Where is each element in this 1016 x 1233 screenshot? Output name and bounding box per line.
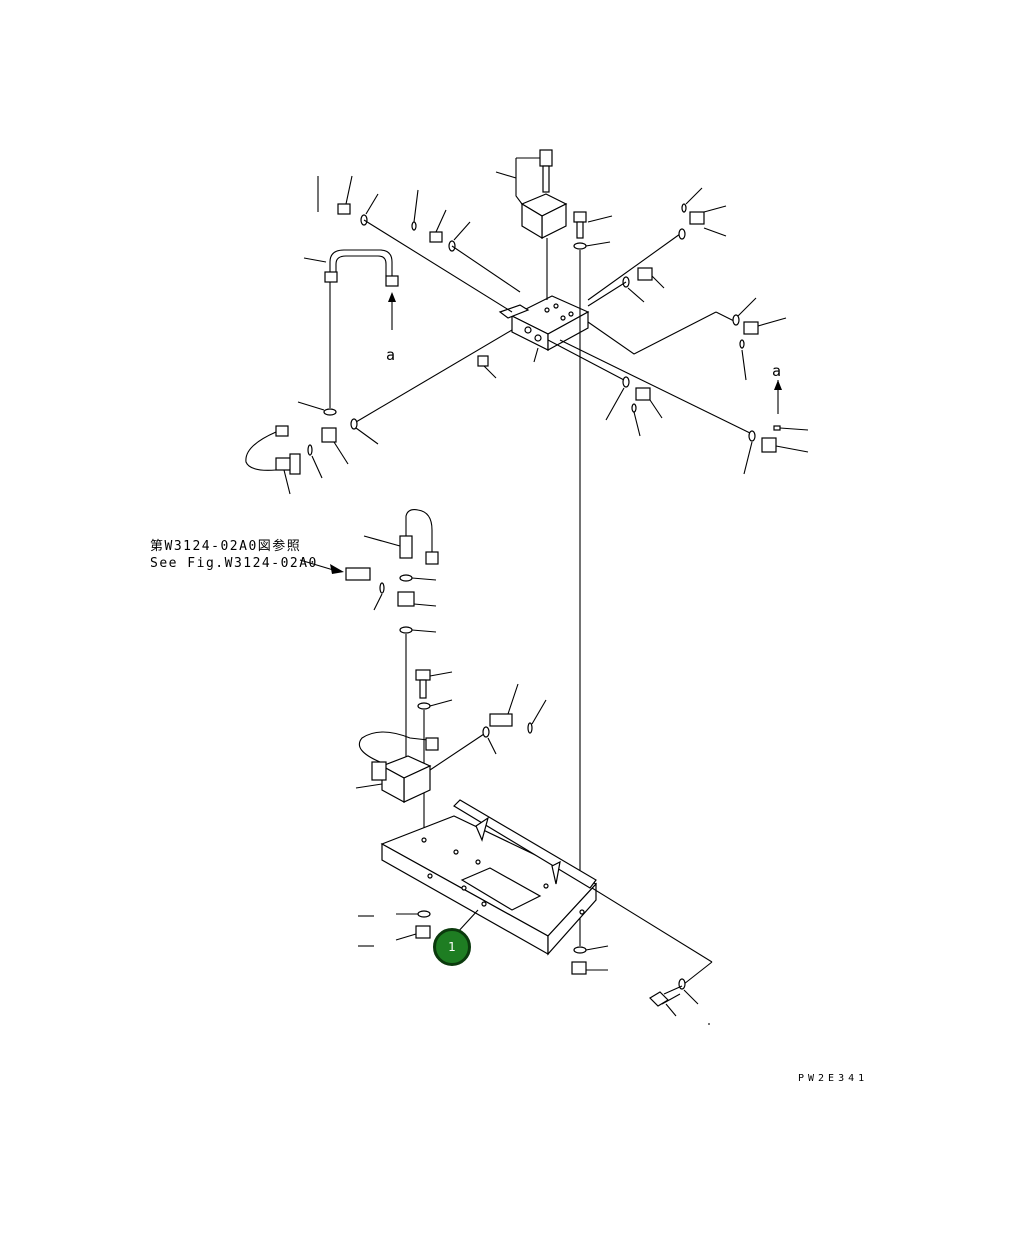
solenoid-bolt [573,211,613,946]
drawing-code: PW2E341 [798,1073,869,1084]
pressure-switch-stack [299,509,439,760]
lower-solenoid-block [355,726,497,804]
callout-letter-upper-left: a [386,346,395,364]
top-solenoid-valve [495,149,568,300]
part-number-badge-1[interactable]: 1 [433,928,471,966]
part-number-badge-label: 1 [448,940,456,954]
main-valve-block [498,295,590,352]
bottom-hardware [358,910,713,1025]
callout-letter-right: a [772,362,781,380]
middle-bolt-washer [415,669,547,830]
bent-hose-tube [297,249,399,416]
reference-note-japanese: 第W3124-02A0図参照 [150,539,302,554]
right-side-fittings [587,187,787,414]
left-lower-fittings [245,329,539,495]
mounting-bracket [380,799,713,963]
lower-right-fittings [547,339,809,475]
upper-left-fittings [317,175,521,313]
reference-note-english: See Fig.W3124-02A0 [150,556,318,571]
